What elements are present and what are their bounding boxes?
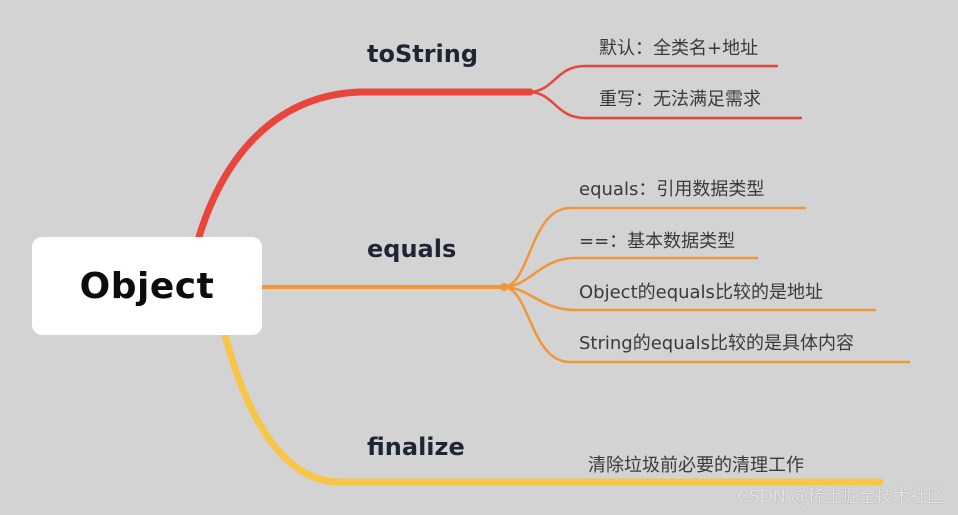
branch-node-equals[interactable]: equals [367,235,457,263]
connector-tostring-child-2 [527,90,802,120]
watermark-text: CSDN @稀土掘金技术社区 [737,487,944,507]
leaf-node-equals-string[interactable]: String的equals比较的是具体内容 [579,333,855,354]
leaf-node-equals-reference[interactable]: equals：引用数据类型 [579,179,765,200]
connector-equals-child-4 [502,285,910,364]
branch-node-tostring[interactable]: toString [367,40,479,68]
leaf-node-tostring-default[interactable]: 默认：全类名+地址 [599,38,759,59]
branch-node-finalize[interactable]: finalize [367,433,465,461]
leaf-node-finalize-cleanup[interactable]: 清除垃圾前必要的清理工作 [588,455,804,476]
connector-equals-child-1 [502,206,806,289]
root-node-label: Object [79,265,215,307]
connector-tostring [194,88,534,244]
connector-finalize [221,331,884,486]
leaf-node-equals-primitive[interactable]: ==：基本数据类型 [579,231,736,252]
leaf-node-equals-object[interactable]: Object的equals比较的是地址 [579,282,823,303]
leaf-node-tostring-override[interactable]: 重写：无法满足需求 [599,89,761,110]
connector-equals-child-2 [502,256,758,289]
connector-tostring-child-1 [527,64,778,94]
root-node-object[interactable]: Object [32,237,262,335]
connector-equals-child-3 [502,285,876,312]
